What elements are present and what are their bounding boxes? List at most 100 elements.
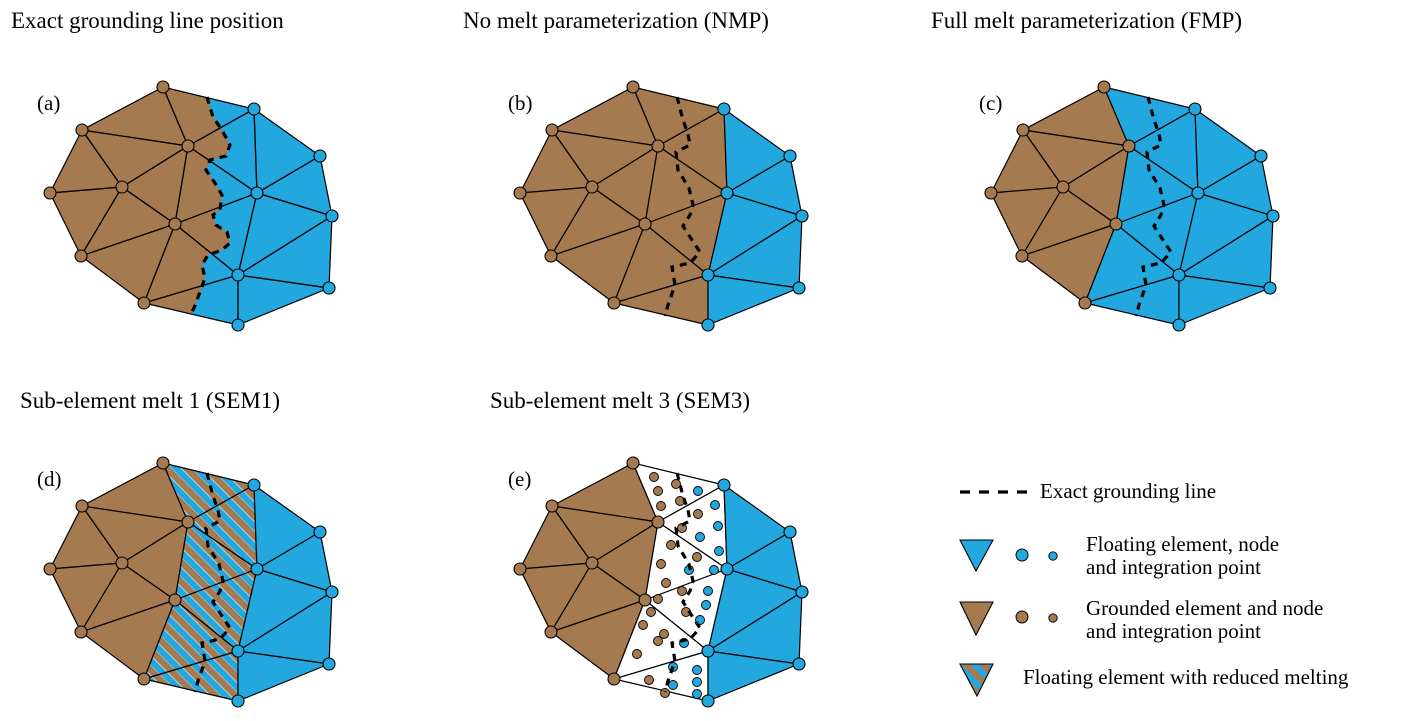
- mesh-element: [237, 650, 330, 702]
- panel-b-label: (b): [508, 91, 533, 115]
- grounded-node: [43, 186, 57, 200]
- floating-node: [792, 657, 806, 671]
- legend-grounded-text-1: Grounded element and node: [1086, 596, 1324, 620]
- floating-node: [717, 478, 731, 492]
- grounded-node: [1016, 123, 1030, 137]
- grounded-node: [168, 217, 182, 231]
- grounded-node: [137, 296, 151, 310]
- mesh-element: [237, 274, 332, 326]
- floating-node: [247, 102, 261, 116]
- grounded-node: [513, 562, 527, 576]
- floating-node: [795, 209, 809, 223]
- panel-e-label: (e): [508, 467, 532, 491]
- grounded-integration-point: [649, 472, 659, 482]
- grounded-integration-point: [644, 675, 654, 685]
- floating-node: [250, 562, 264, 576]
- floating-node: [1191, 186, 1205, 200]
- grounded-node: [1078, 296, 1092, 310]
- grounded-integration-point: [692, 552, 702, 562]
- floating-node: [325, 209, 339, 223]
- floating-node: [325, 585, 339, 599]
- floating-node: [795, 585, 809, 599]
- grounded-integration-point: [632, 649, 642, 659]
- grounded-node: [156, 80, 170, 94]
- grounded-integration-point: [656, 501, 666, 511]
- legend-floating-text-1: Floating element, node: [1086, 532, 1280, 556]
- legend-grounded-node: [1015, 610, 1029, 624]
- grounded-node: [1109, 217, 1123, 231]
- grounded-node: [115, 180, 129, 194]
- panel-d: [43, 456, 339, 708]
- grounded-node: [585, 556, 599, 570]
- grounded-integration-point: [653, 636, 663, 646]
- grounded-node: [75, 499, 89, 513]
- floating-node: [231, 644, 245, 658]
- floating-node: [701, 694, 715, 708]
- floating-node: [720, 186, 734, 200]
- panel-b: [513, 80, 809, 332]
- floating-integration-point: [692, 689, 702, 699]
- grounded-integration-point: [659, 629, 669, 639]
- mesh-element: [707, 650, 800, 702]
- floating-node: [1254, 149, 1268, 163]
- panel-d-label: (d): [37, 467, 62, 491]
- floating-integration-point: [668, 680, 678, 690]
- grounded-node: [638, 593, 652, 607]
- grounded-integration-point: [653, 486, 663, 496]
- floating-node: [720, 562, 734, 576]
- grounded-node: [115, 556, 129, 570]
- grounded-node: [75, 123, 89, 137]
- panel-d-title: Sub-element melt 1 (SEM1): [20, 388, 280, 413]
- floating-integration-point: [713, 521, 723, 531]
- grounded-node: [513, 186, 527, 200]
- grounded-node: [651, 515, 665, 529]
- floating-node: [701, 318, 715, 332]
- grounded-node: [626, 456, 640, 470]
- floating-node: [717, 102, 731, 116]
- floating-integration-point: [693, 486, 703, 496]
- grounded-node: [544, 249, 558, 263]
- grounding-line: [1134, 96, 1174, 317]
- grounded-node: [607, 672, 621, 686]
- legend-floating-node: [1015, 548, 1029, 562]
- grounded-node: [1122, 139, 1136, 153]
- grounded-node: [607, 296, 621, 310]
- floating-node: [231, 694, 245, 708]
- grounded-integration-point: [646, 607, 656, 617]
- grounded-node: [984, 186, 998, 200]
- grounded-integration-point: [666, 540, 676, 550]
- panel-b-title: No melt parameterization (NMP): [463, 8, 769, 33]
- floating-node: [1172, 318, 1186, 332]
- grounded-node: [638, 217, 652, 231]
- panel-c-title: Full melt parameterization (FMP): [931, 8, 1243, 33]
- grounded-integration-point: [661, 578, 671, 588]
- floating-node: [322, 281, 336, 295]
- grounded-node: [43, 562, 57, 576]
- floating-node: [231, 318, 245, 332]
- floating-integration-point: [714, 546, 724, 556]
- grounding-line: [663, 96, 703, 317]
- floating-node: [792, 281, 806, 295]
- panel-a-title: Exact grounding line position: [11, 8, 284, 33]
- floating-node: [247, 478, 261, 492]
- grounded-node: [137, 672, 151, 686]
- panel-a-label: (a): [37, 91, 61, 115]
- floating-integration-point: [701, 600, 711, 610]
- grounded-node: [626, 80, 640, 94]
- legend-striped-triangle: [959, 663, 994, 698]
- grounding-line: [188, 96, 232, 317]
- panel-c-label: (c): [979, 91, 1003, 115]
- panel-e: [513, 456, 809, 708]
- grounded-node: [74, 249, 88, 263]
- grounded-node: [181, 515, 195, 529]
- grounded-integration-point: [638, 620, 648, 630]
- grounding-line: [663, 472, 703, 693]
- floating-node: [701, 268, 715, 282]
- legend-floating-text-2: and integration point: [1086, 555, 1261, 579]
- legend-grounding-line-text: Exact grounding line: [1040, 479, 1217, 503]
- floating-node: [322, 657, 336, 671]
- floating-node: [1266, 209, 1280, 223]
- floating-integration-point: [709, 565, 719, 575]
- floating-integration-point: [692, 677, 702, 687]
